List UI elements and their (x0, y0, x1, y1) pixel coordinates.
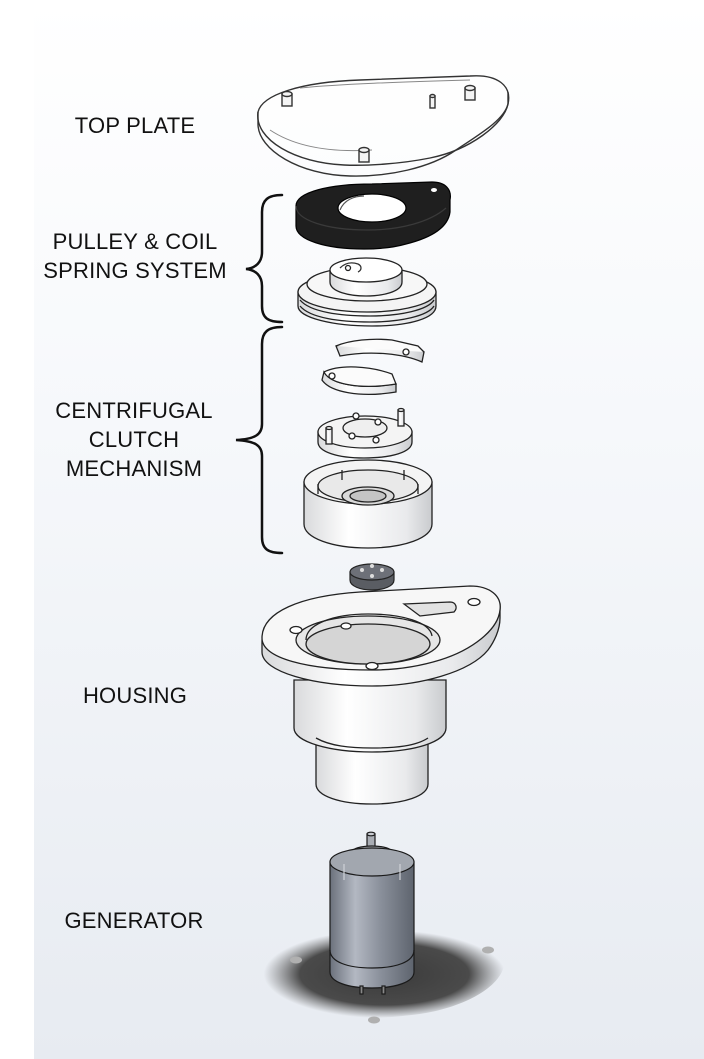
bracket-clutch-mechanism (235, 325, 284, 555)
label-pulley-coil-spring-system: PULLEY & COIL SPRING SYSTEM (30, 227, 240, 285)
bracket-pulley-system (245, 193, 284, 324)
label-clutch-line1: CENTRIFUGAL (55, 398, 213, 423)
pulley-wheel (297, 257, 437, 327)
clutch-shoe-lower (321, 366, 397, 395)
generator-motor (329, 831, 415, 995)
housing (261, 585, 501, 805)
label-pulley-line2: SPRING SYSTEM (43, 258, 227, 283)
label-top-plate: TOP PLATE (74, 113, 196, 138)
label-centrifugal-clutch-mechanism: CENTRIFUGAL CLUTCH MECHANISM (38, 396, 230, 483)
label-clutch-line2: CLUTCH (88, 427, 180, 452)
coupler-disc (349, 563, 395, 591)
clutch-shoe-upper (335, 338, 425, 363)
label-generator: GENERATOR (64, 908, 204, 933)
clutch-hub (317, 407, 413, 459)
label-clutch-line3: MECHANISM (65, 456, 203, 481)
clutch-drum (303, 459, 433, 549)
label-housing: HOUSING (82, 683, 188, 708)
label-pulley-line1: PULLEY & COIL (52, 229, 218, 254)
plate-post-icon (281, 84, 476, 163)
top-plate (257, 75, 510, 177)
coil-spring-cover (295, 181, 451, 250)
